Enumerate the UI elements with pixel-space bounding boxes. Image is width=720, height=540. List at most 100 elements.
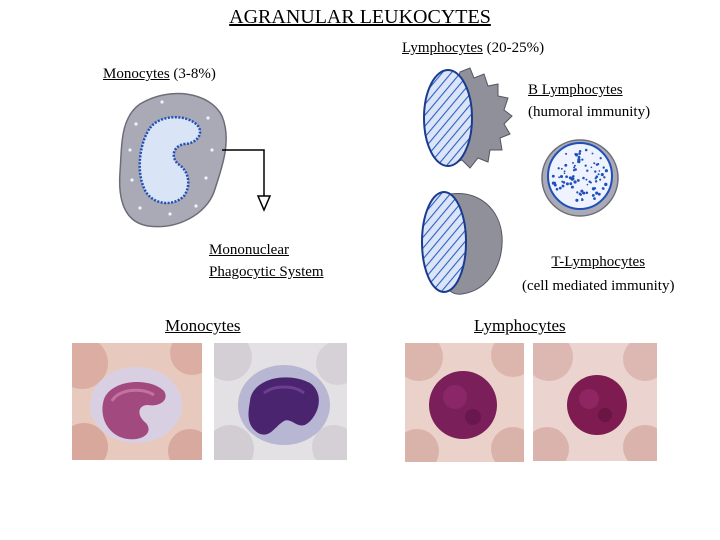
nucleus-speckle	[564, 163, 568, 167]
nucleus-speckle	[578, 192, 582, 196]
nucleus-speckle	[575, 198, 579, 202]
nucleus-speckle	[599, 178, 602, 181]
nucleus-speckle	[577, 155, 581, 159]
nucleus-speckle	[559, 174, 564, 179]
nucleus-speckle	[578, 152, 581, 155]
monocyte-micrograph-2	[214, 343, 347, 460]
nucleus-speckle	[573, 164, 576, 167]
nucleus-speckle	[562, 181, 566, 184]
nucleus-speckle	[591, 193, 595, 197]
nucleus-speckle	[565, 175, 568, 179]
mononuclear-phagocytic-label: Mononuclear Phagocytic System	[209, 239, 324, 283]
slide-title: AGRANULAR LEUKOCYTES	[229, 6, 491, 28]
lymphocytes-heading-range: (20-25%)	[482, 40, 545, 56]
monocyte-nucleus	[138, 116, 202, 205]
nucleus-speckle	[584, 164, 587, 167]
nucleus-speckle	[551, 181, 556, 185]
nucleus-speckle	[595, 175, 599, 179]
nucleus-speckle	[557, 167, 560, 170]
nucleus-speckle	[558, 176, 560, 179]
nucleus-speckle	[597, 192, 601, 196]
lymphocyte-micrograph-2	[533, 343, 657, 461]
nucleus-speckle	[571, 177, 575, 181]
nucleus-speckle	[572, 169, 576, 172]
nucleus-speckle	[585, 191, 589, 195]
nucleus-speckle	[582, 176, 585, 180]
nucleus-speckle	[569, 182, 573, 186]
nucleus-speckle	[594, 170, 597, 173]
lymphocytes-heading: Lymphocytes (20-25%)	[402, 40, 544, 57]
nucleus-speckle	[604, 169, 608, 173]
nucleus-speckle	[602, 166, 605, 169]
nucleus-speckle	[586, 183, 589, 186]
nucleus-speckle	[599, 157, 602, 160]
nucleus-speckles	[551, 148, 608, 202]
b-lymphocyte-nucleus	[423, 69, 473, 167]
mononuclear-line-2: Phagocytic System	[209, 264, 324, 280]
monocytes-heading-range: (3-8%)	[169, 66, 216, 82]
nucleus-speckle	[573, 180, 577, 184]
nucleus-speckle	[576, 179, 579, 181]
nucleus-speckle	[570, 185, 574, 189]
nucleus-speckle	[593, 187, 597, 190]
monocytes-heading: Monocytes (3-8%)	[103, 66, 216, 83]
nucleus-speckle	[601, 173, 604, 176]
nucleus-speckle	[603, 176, 606, 179]
t-lymphocytes-role: (cell mediated immunity)	[522, 278, 675, 294]
nucleus-speckle	[561, 184, 565, 188]
nucleus-speckle	[565, 152, 568, 155]
nucleus-speckle	[555, 187, 559, 191]
round-lymphocyte-drawing	[541, 139, 619, 217]
nucleus-speckle	[563, 170, 566, 173]
nucleus-speckle	[577, 158, 581, 162]
b-lymphocytes-label: B Lymphocytes (humoral immunity)	[528, 79, 650, 123]
b-lymphocytes-name: B Lymphocytes	[528, 82, 623, 98]
nucleus-speckle	[602, 187, 605, 190]
nucleus-speckle	[568, 176, 572, 180]
monocyte-micrograph-1	[72, 343, 202, 460]
nucleus-speckle	[581, 198, 584, 201]
nucleus-speckle	[576, 191, 579, 194]
nucleus-speckle	[593, 162, 596, 165]
lymphocyte-micrograph-1	[405, 343, 524, 462]
nucleus-speckle	[590, 181, 592, 184]
t-lymphocytes-name: T-Lymphocytes	[551, 254, 646, 270]
nucleus-speckle	[586, 169, 589, 172]
nucleus-speckle	[572, 161, 574, 164]
nucleus-speckle	[573, 166, 576, 169]
nucleus-speckle	[594, 180, 598, 183]
nucleus-speckle	[596, 162, 600, 166]
nucleus-speckle	[581, 158, 584, 161]
nucleus-speckle	[560, 167, 563, 170]
nucleus-speckle	[584, 148, 588, 152]
monocytes-heading-name: Monocytes	[103, 66, 170, 82]
nucleus-speckle	[571, 175, 575, 178]
nucleus-speckle	[595, 191, 599, 195]
nucleus-speckle	[565, 182, 569, 186]
nucleus-speckle	[574, 153, 579, 157]
monocyte-granules	[128, 100, 214, 216]
monocytes-caption: Monocytes	[165, 316, 241, 335]
lymphocytes-heading-name: Lymphocytes	[402, 40, 483, 56]
nucleus-speckle	[563, 172, 566, 175]
t-lymphocyte-nucleus	[421, 191, 467, 293]
nucleus-speckle	[578, 149, 582, 153]
monocyte-arrow	[222, 149, 272, 212]
nucleus-speckle	[582, 192, 584, 195]
nucleus-speckle	[591, 152, 594, 155]
nucleus-speckle	[580, 189, 584, 193]
nucleus-speckle	[597, 173, 600, 176]
t-lymphocytes-label: T-Lymphocytes (cell mediated immunity)	[522, 250, 674, 298]
nucleus-speckle	[585, 178, 588, 181]
lymphocytes-caption: Lymphocytes	[474, 316, 566, 335]
monocyte-drawing	[118, 92, 227, 228]
nucleus-speckle	[553, 183, 557, 187]
b-lymphocytes-role: (humoral immunity)	[528, 104, 651, 120]
t-lymphocyte-drawing	[421, 191, 503, 295]
nucleus-speckle	[598, 170, 601, 172]
nucleus-speckle	[604, 182, 608, 187]
nucleus-speckle	[593, 197, 596, 200]
nucleus-speckle	[551, 174, 555, 178]
